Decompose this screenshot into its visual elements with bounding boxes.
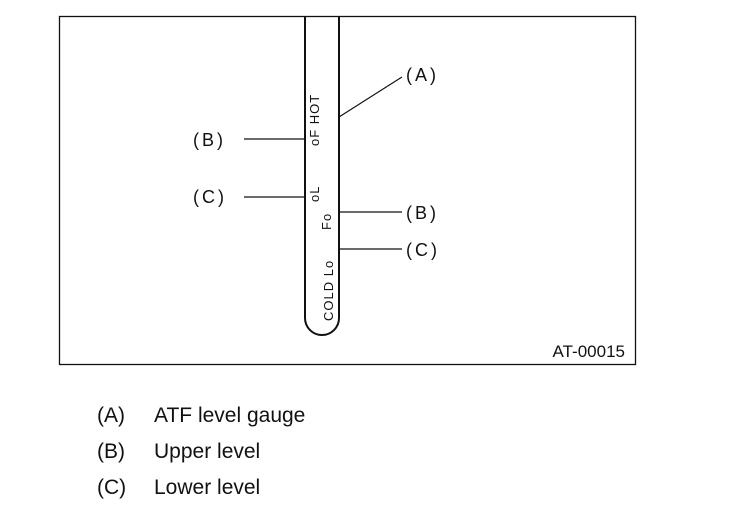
- callout-label-c-right: (C): [406, 240, 440, 260]
- legend-key: (B): [97, 440, 125, 463]
- gauge-cold-scale-text: COLD Lo: [321, 260, 336, 321]
- atf-gauge-figure: oF HOT oL Fo COLD Lo (A) (B) (C) (B) (C)…: [58, 15, 637, 366]
- legend-item: (B) Upper level: [97, 434, 497, 470]
- legend-key: (C): [97, 476, 127, 499]
- gauge-body: [304, 17, 340, 336]
- legend: (A) ATF level gauge (B) Upper level (C) …: [97, 398, 497, 506]
- legend-item: (C) Lower level: [97, 470, 497, 506]
- legend-item: (A) ATF level gauge: [97, 398, 497, 434]
- legend-label: Lower level: [154, 476, 261, 499]
- callout-label-a: (A): [406, 65, 439, 85]
- callout-label-b-right: (B): [406, 203, 439, 223]
- gauge-cold-full-text: Fo: [319, 213, 334, 230]
- legend-label: Upper level: [154, 440, 261, 463]
- gauge-hot-scale-text: oF HOT: [307, 94, 322, 146]
- figure-id: AT-00015: [553, 342, 625, 361]
- legend-key: (A): [97, 404, 125, 427]
- figure-frame: [58, 15, 637, 366]
- callout-label-b-left: (B): [193, 130, 226, 150]
- callout-line-a: [338, 76, 403, 118]
- legend-label: ATF level gauge: [154, 404, 306, 427]
- callout-label-c-left: (C): [193, 187, 227, 207]
- gauge-hot-low-text: oL: [307, 186, 322, 202]
